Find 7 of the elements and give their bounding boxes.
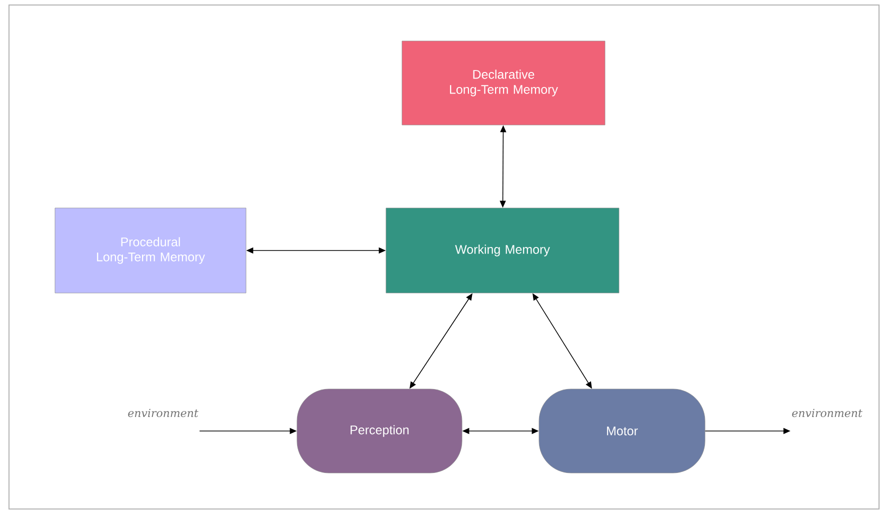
memory-box: Procedural Long-Term Memory bbox=[54, 208, 246, 294]
environment-label: environment bbox=[792, 408, 862, 418]
process-box: Motor bbox=[538, 388, 706, 474]
environment-label: environment bbox=[128, 408, 198, 418]
memory-box: Declarative Long-Term Memory bbox=[402, 40, 606, 126]
process-box: Perception bbox=[296, 388, 462, 474]
memory-box: Working Memory bbox=[386, 208, 620, 294]
